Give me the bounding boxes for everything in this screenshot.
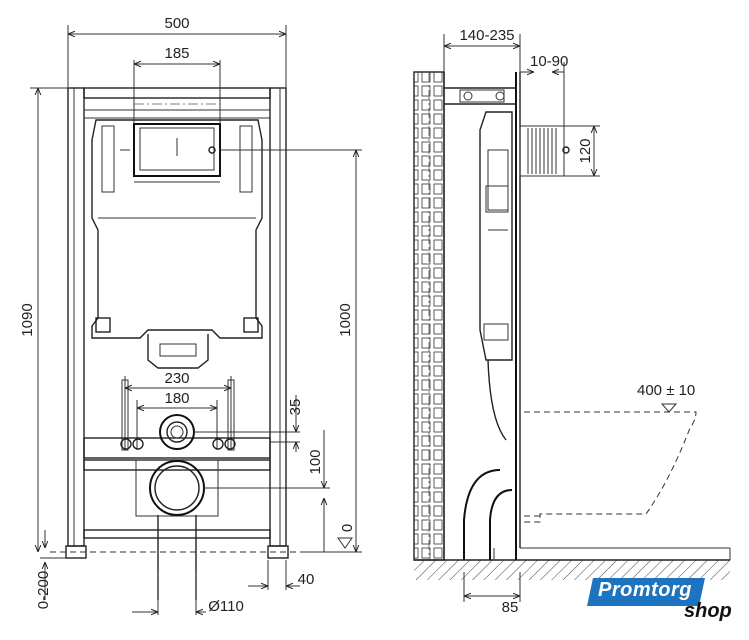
dim-floor-depth: 85	[502, 599, 519, 616]
water-inlet	[159, 414, 195, 450]
dim-foot-width: 40	[298, 571, 315, 588]
cistern	[91, 119, 263, 339]
dim-leg-adjust: 0-200	[35, 571, 52, 609]
dim-rods-inner: 180	[164, 390, 189, 407]
dim-floor-zero: 0	[339, 524, 356, 532]
dim-inlet-offset: 35	[287, 399, 304, 416]
logo-main-text: Promtorg	[598, 579, 692, 601]
promtorg-shop-logo: Promtorg shop	[587, 576, 740, 626]
left-post	[67, 87, 85, 547]
dim-rods-outer: 230	[164, 370, 189, 387]
flush-button-recess	[519, 125, 565, 177]
dim-depth-range: 140-235	[459, 27, 514, 44]
dim-height-total: 1090	[19, 303, 36, 336]
dim-bowl-height: 400 ± 10	[637, 382, 695, 399]
right-post	[269, 87, 287, 547]
logo-sub-text: shop	[684, 600, 732, 622]
top-rail	[83, 87, 271, 99]
floor	[414, 560, 730, 580]
toilet-bowl	[524, 411, 697, 523]
dim-height-flush: 1000	[337, 303, 354, 336]
dim-button-height: 120	[577, 138, 594, 163]
dim-width-bracket: 185	[164, 45, 189, 62]
dim-width-total: 500	[164, 15, 189, 32]
drain-outlet	[149, 460, 205, 516]
front-view: 500 185 1090 1000 230 180 35 100 0 0-200…	[19, 15, 362, 615]
side-view: 140-235 10-90 120 400 ± 10 85	[413, 27, 731, 616]
dim-drain-diameter: Ø110	[208, 598, 244, 615]
dim-drain-offset: 100	[307, 449, 324, 474]
dim-cistern-offset: 10-90	[530, 53, 568, 70]
